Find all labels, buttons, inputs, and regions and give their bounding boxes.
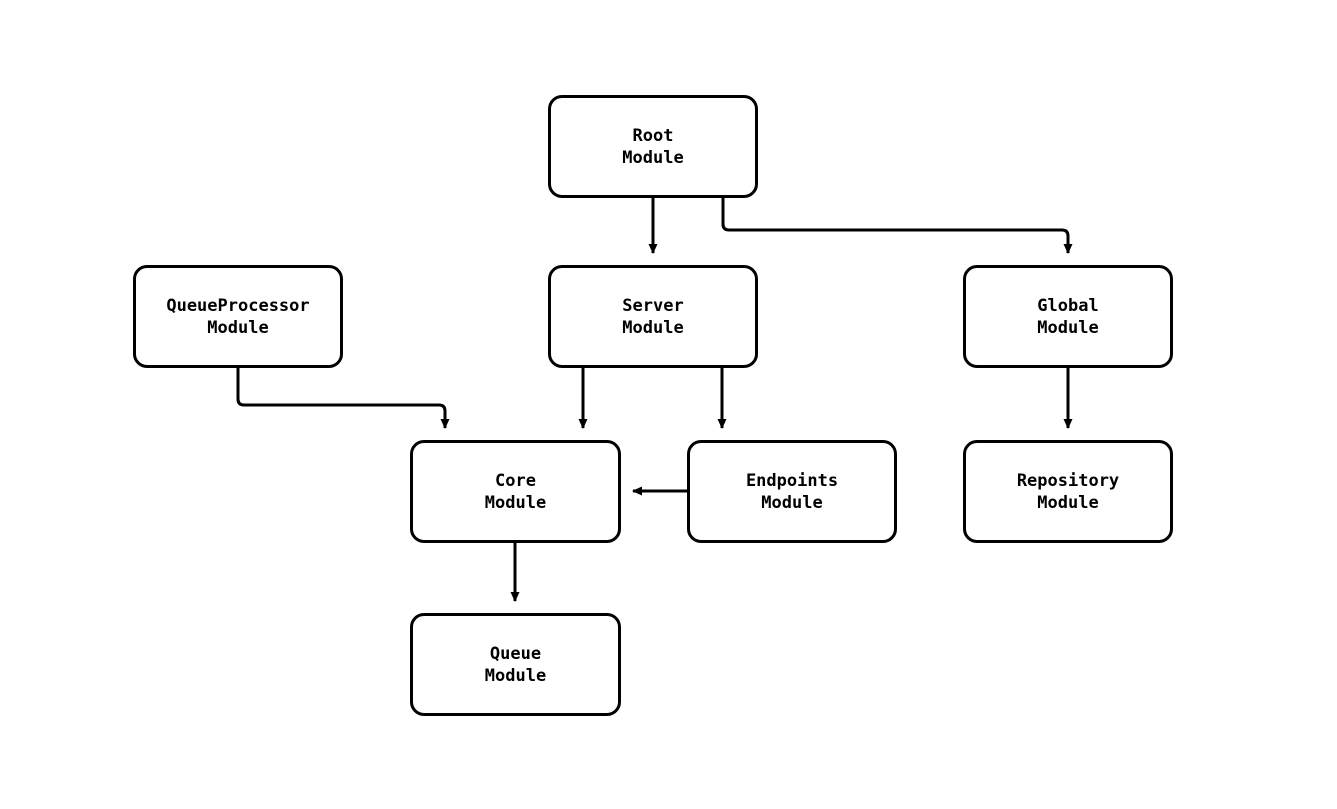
- node-label-line1: Queue: [489, 643, 542, 664]
- node-label-line2: Module: [622, 147, 684, 168]
- node-label-line2: Module: [484, 665, 547, 686]
- node-label-line2: Module: [207, 317, 269, 338]
- node-label-line2: Module: [622, 317, 684, 338]
- node-repository-module[interactable]: Repository Module: [963, 440, 1173, 543]
- node-label-line1: Root: [632, 125, 674, 146]
- node-endpoints-module[interactable]: Endpoints Module: [687, 440, 897, 543]
- node-label-line1: Server: [622, 295, 684, 316]
- node-label-line1: Endpoints: [745, 470, 839, 491]
- node-queueprocessor-module[interactable]: QueueProcessor Module: [133, 265, 343, 368]
- node-core-module[interactable]: Core Module: [410, 440, 621, 543]
- node-label-line2: Module: [1037, 492, 1099, 513]
- node-label-line1: Global: [1037, 295, 1099, 316]
- edge-root-to-global: [721, 198, 1073, 254]
- node-label-line2: Module: [484, 492, 547, 513]
- node-label-line1: Core: [495, 470, 536, 491]
- node-label-line1: QueueProcessor: [166, 295, 310, 316]
- node-label-line2: Module: [1037, 317, 1099, 338]
- node-label-line2: Module: [761, 492, 823, 513]
- node-root-module[interactable]: Root Module: [548, 95, 758, 198]
- node-label-line1: Repository: [1016, 470, 1120, 491]
- node-queue-module[interactable]: Queue Module: [410, 613, 621, 716]
- node-server-module[interactable]: Server Module: [548, 265, 758, 368]
- node-global-module[interactable]: Global Module: [963, 265, 1173, 368]
- edge-queueprocessor-to-core: [236, 368, 450, 429]
